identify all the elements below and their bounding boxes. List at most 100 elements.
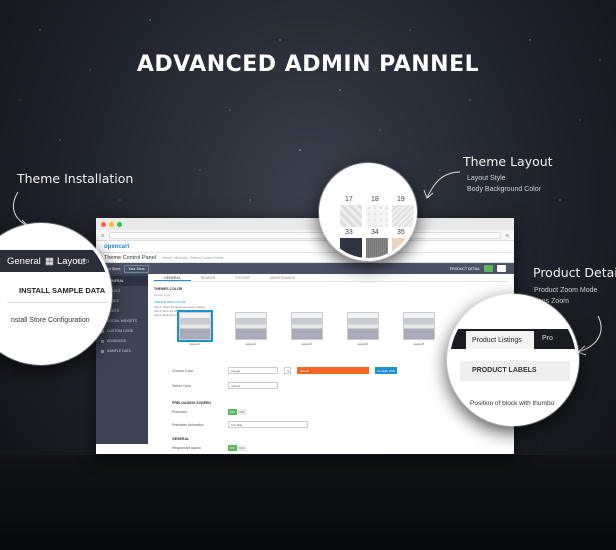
- edit-icon[interactable]: ✎: [284, 367, 291, 374]
- tab-general[interactable]: GENERAL: [154, 274, 191, 281]
- menu-icon[interactable]: ☰: [101, 232, 105, 238]
- sidebar-item-custom-code[interactable]: CUSTOM CODE: [96, 326, 148, 336]
- annotation-body-bg: Body Background Color: [467, 186, 541, 193]
- divider: [7, 302, 107, 303]
- address-bar[interactable]: [108, 231, 502, 239]
- minimize-dot-icon[interactable]: [109, 221, 114, 227]
- annotation-zoom-mode: Product Zoom Mode: [534, 287, 598, 294]
- sidebar-item-sample-data[interactable]: SAMPLE DATA: [96, 346, 148, 356]
- pattern-swatch[interactable]: [340, 205, 362, 227]
- tab-product-listings[interactable]: Product Listings: [466, 331, 534, 349]
- layout-option[interactable]: Layout 5: [398, 312, 440, 346]
- section-preloading: PRELOADING SCREEN: [172, 401, 211, 405]
- default-color-button[interactable]: default: [297, 367, 369, 374]
- cancel-button[interactable]: [497, 265, 506, 272]
- page-header: Theme Control Panel Home / Modules / The…: [96, 253, 514, 263]
- close-dot-icon[interactable]: [101, 221, 106, 227]
- annotation-theme-layout: Theme Layout: [463, 154, 553, 169]
- store-select[interactable]: Your Store: [124, 264, 149, 273]
- product-label-position-text: Position of block with thumbo: [470, 400, 555, 407]
- browser-titlebar: [96, 218, 514, 230]
- wrench-icon: [101, 339, 104, 343]
- pattern-number: 35: [397, 229, 405, 236]
- layout-option[interactable]: Layout 4: [342, 312, 384, 346]
- choose-color-label: Choose Color: [172, 368, 194, 373]
- pattern-swatch[interactable]: [392, 238, 414, 258]
- layout-thumbnail[interactable]: [235, 312, 267, 340]
- layout-type-label: Layout Type: [154, 293, 171, 297]
- sidebar-item-advanced[interactable]: ADVANCED: [96, 336, 148, 346]
- tab-layout[interactable]: ▦Layout: [45, 255, 86, 267]
- zoom-circle-layout: 17 18 19 33 34 35: [319, 163, 417, 261]
- layout-thumbnail[interactable]: [347, 312, 379, 340]
- section-theme-color: THEMES COLOR: [154, 287, 183, 291]
- choose-color-row: Choose Color orange ✎ default Compile CS…: [172, 367, 397, 374]
- select-color-label: Select Color: [172, 383, 192, 388]
- pattern-number: 17: [345, 196, 353, 203]
- tab-footer[interactable]: FOOTER: [235, 276, 250, 280]
- opencart-logo: opencart: [96, 241, 514, 253]
- product-labels-heading: PRODUCT LABELS: [460, 361, 570, 381]
- layout-thumbnail[interactable]: [291, 312, 323, 340]
- pattern-swatch[interactable]: [366, 205, 388, 227]
- layout-option[interactable]: Layout 2: [230, 312, 272, 346]
- maximize-dot-icon[interactable]: [117, 221, 122, 227]
- store-bar: Your Store Your Store PRODUCT DETAIL: [96, 263, 514, 274]
- layout-option[interactable]: Layout 1: [174, 310, 216, 346]
- store-label: Your Store: [104, 266, 121, 271]
- install-store-config-text[interactable]: nstall Store Configuration: [11, 317, 90, 324]
- admin-body: GENERAL LAYOUT PAGES FONTS SOCIAL WIDGET…: [96, 274, 514, 444]
- tab-product-partial[interactable]: Pro: [542, 335, 553, 342]
- preloader-anim-label: Preloader Animation: [172, 422, 204, 427]
- annotation-layout-style: Layout Style: [467, 175, 506, 182]
- select-color-dropdown[interactable]: orange: [228, 382, 278, 389]
- save-button[interactable]: [484, 265, 493, 272]
- pattern-number: 34: [371, 229, 379, 236]
- pattern-swatch[interactable]: [392, 205, 414, 227]
- install-sample-heading: INSTALL SAMPLE DATA: [19, 286, 106, 295]
- pattern-swatch[interactable]: [366, 238, 388, 258]
- right-label: PRODUCT DETAIL: [449, 266, 480, 271]
- compile-css-button[interactable]: Compile CSS: [375, 367, 397, 374]
- annotation-lens-zoom: Lens Zoom: [534, 298, 570, 305]
- preloader-anim-select[interactable]: Line Bar: [228, 421, 308, 428]
- tab-header[interactable]: HEADER: [200, 276, 216, 280]
- tab-general[interactable]: General: [7, 255, 41, 267]
- pattern-number: 19: [397, 196, 405, 203]
- breadcrumb: Home / Modules / Theme Control Panel: [161, 255, 224, 260]
- pattern-number: 18: [371, 196, 379, 203]
- installation-tabbar: General ▦Layout If yo: [0, 250, 109, 272]
- settings-tabs: GENERAL HEADER FOOTER MAINTENANCE: [154, 274, 508, 282]
- zoom-circle-product-detail: Product Listings Pro PRODUCT LABELS Posi…: [447, 294, 579, 426]
- layout-option[interactable]: Layout 3: [286, 312, 328, 346]
- layout-thumbnail[interactable]: [177, 310, 213, 342]
- page-headline: ADVANCED ADMIN PANNEL: [136, 52, 480, 77]
- choose-color-input[interactable]: orange: [228, 367, 278, 374]
- section-general: GENERAL: [172, 437, 190, 441]
- create-color-link[interactable]: CREATE NEW COLOR: [154, 300, 186, 304]
- pattern-number: 33: [345, 229, 353, 236]
- layout-thumbnail[interactable]: [403, 312, 435, 340]
- settings-icon[interactable]: ⚙: [505, 232, 509, 238]
- grid-icon: ▦: [45, 255, 54, 267]
- responsive-label: Responsive layout: [172, 446, 201, 450]
- select-color-row: Select Color orange: [172, 382, 278, 389]
- page-title: Theme Control Panel: [104, 254, 156, 261]
- preloader-label: Preloader: [172, 410, 188, 414]
- code-icon: [101, 329, 104, 333]
- preloader-animation-row: Preloader Animation Line Bar: [172, 421, 308, 428]
- mountain-silhouette: [0, 455, 616, 550]
- browser-toolbar: ☰ ⚙: [96, 230, 514, 241]
- color-steps: Step 1: Select the layout you want to di…: [154, 306, 205, 317]
- partial-text: If yo: [77, 257, 90, 265]
- layout-thumbnails: Layout 1 Layout 2 Layout 3 Layout 4 Layo…: [174, 310, 440, 346]
- arrow-icon: [423, 171, 461, 199]
- pattern-swatch[interactable]: [340, 238, 362, 258]
- tab-maintenance[interactable]: MAINTENANCE: [269, 276, 296, 280]
- zoom-circle-installation: General ▦Layout If yo INSTALL SAMPLE DAT…: [0, 223, 112, 365]
- product-tabbar: Product Listings Pro: [450, 329, 576, 349]
